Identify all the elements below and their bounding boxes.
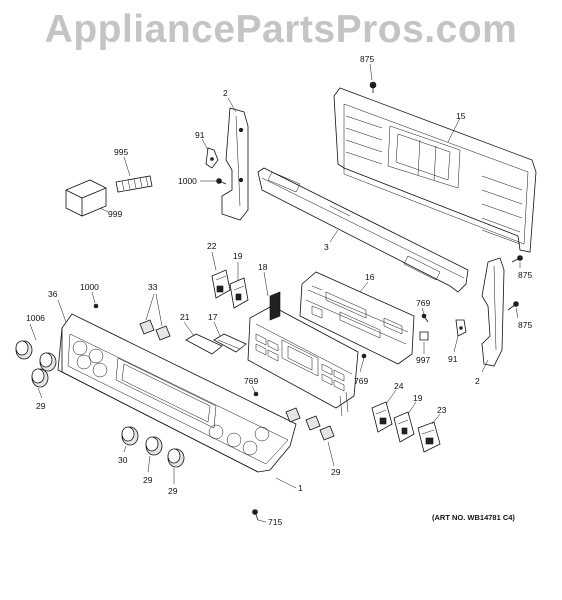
bracket-91-left[interactable] [205, 147, 219, 169]
callout-1000-left: 1000 [178, 176, 197, 186]
screw-1000-panel[interactable] [93, 303, 99, 309]
infinite-switch-19-upper[interactable] [229, 277, 249, 309]
callout-21: 21 [180, 312, 190, 322]
callout-769-right-lower: 769 [354, 376, 368, 386]
screw-875-right-lower[interactable] [507, 301, 519, 311]
switch-19-lower[interactable] [393, 411, 415, 443]
screw-715[interactable] [252, 509, 259, 521]
callout-19-lower: 19 [413, 393, 423, 403]
screw-875-top[interactable] [369, 81, 377, 93]
touch-panel-18[interactable] [247, 291, 359, 417]
knobs-29-left[interactable] [31, 352, 57, 388]
callout-3: 3 [324, 242, 329, 252]
callout-15: 15 [456, 111, 466, 121]
callout-17: 17 [208, 312, 218, 322]
knob-29-lower-1[interactable] [145, 436, 163, 456]
callout-1: 1 [298, 483, 303, 493]
end-cap-2-right[interactable] [481, 257, 505, 367]
package-box-999[interactable] [65, 179, 107, 217]
overlay-17[interactable] [213, 333, 247, 353]
screw-1000-left[interactable] [216, 178, 227, 185]
art-number: (ART NO. WB14781 C4) [432, 513, 515, 522]
callout-715: 715 [268, 517, 282, 527]
callout-33-upper: 33 [148, 282, 158, 292]
knob-29-lower-2[interactable] [167, 448, 185, 468]
rear-panel-15[interactable] [333, 87, 537, 253]
callout-995: 995 [114, 147, 128, 157]
infinite-switch-22[interactable] [211, 269, 231, 299]
callout-16: 16 [365, 272, 375, 282]
callout-2-top: 2 [223, 88, 228, 98]
bracket-91-right[interactable] [455, 319, 467, 337]
clip-997[interactable] [419, 331, 429, 341]
callout-1000-panel: 1000 [80, 282, 99, 292]
switch-23[interactable] [417, 421, 441, 453]
callout-18: 18 [258, 262, 268, 272]
screw-769-center[interactable] [253, 391, 259, 397]
callout-91-right: 91 [448, 354, 458, 364]
callout-29-lower-1: 29 [143, 475, 153, 485]
control-panel-1[interactable] [57, 313, 297, 473]
callout-875-right-lower: 875 [518, 320, 532, 330]
knob-30[interactable] [121, 426, 139, 446]
callout-29-left: 29 [36, 401, 46, 411]
callout-997: 997 [416, 355, 430, 365]
callout-875-top: 875 [360, 54, 374, 64]
wire-harness-995[interactable] [115, 175, 153, 193]
screw-875-right-upper[interactable] [511, 255, 523, 263]
clips-33-lower[interactable] [285, 407, 335, 441]
screw-769-right-lower[interactable] [361, 353, 367, 359]
switch-24[interactable] [371, 401, 393, 433]
callout-875-right-upper: 875 [518, 270, 532, 280]
callout-24: 24 [394, 381, 404, 391]
callout-999: 999 [108, 209, 122, 219]
callout-22: 22 [207, 241, 217, 251]
callout-769-right: 769 [416, 298, 430, 308]
callout-36: 36 [48, 289, 58, 299]
backsplash-trim-3[interactable] [257, 167, 469, 293]
callout-19-upper: 19 [233, 251, 243, 261]
callout-33-lower: 29 [331, 467, 341, 477]
watermark-logo: AppliancePartsPros.com [44, 8, 518, 51]
callout-91-left: 91 [195, 130, 205, 140]
screw-769-right[interactable] [421, 313, 429, 323]
clips-33-upper[interactable] [139, 319, 171, 341]
callout-769-center: 769 [244, 376, 258, 386]
control-board-16[interactable] [299, 271, 415, 365]
window-21[interactable] [185, 333, 223, 355]
callout-2-bottom: 2 [475, 376, 480, 386]
end-cap-2-left[interactable] [221, 107, 249, 221]
callout-29-lower-2-label: 29 [168, 486, 178, 496]
callout-30: 30 [118, 455, 128, 465]
callout-1006: 1006 [26, 313, 45, 323]
knob-1006[interactable] [15, 340, 33, 360]
callout-23: 23 [437, 405, 447, 415]
